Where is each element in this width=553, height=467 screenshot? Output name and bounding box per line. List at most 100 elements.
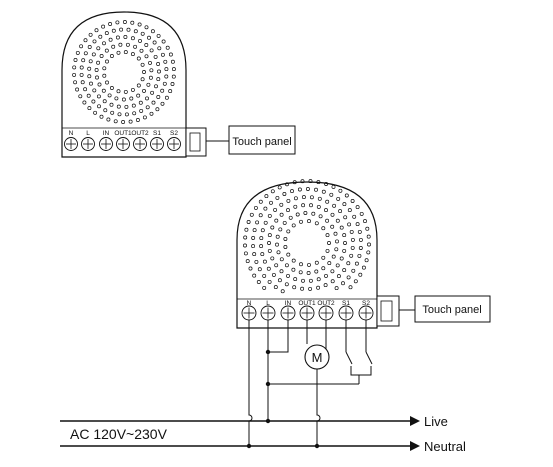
module-top-vent-holes xyxy=(72,20,176,124)
vent-hole xyxy=(148,60,152,65)
vent-hole xyxy=(79,44,84,49)
vent-hole xyxy=(273,285,278,290)
vent-hole xyxy=(355,222,360,227)
vent-hole xyxy=(156,33,161,38)
vent-hole xyxy=(298,270,303,275)
vent-hole xyxy=(147,35,151,40)
vent-hole xyxy=(114,96,119,101)
vent-hole xyxy=(111,44,116,49)
vent-hole xyxy=(266,266,271,271)
vent-hole xyxy=(262,285,267,290)
vent-hole xyxy=(99,114,104,119)
vent-hole xyxy=(156,77,161,82)
vent-hole xyxy=(258,213,263,218)
vent-hole xyxy=(301,278,305,283)
vent-hole xyxy=(286,208,290,213)
vent-hole xyxy=(142,88,146,93)
vent-hole xyxy=(168,89,173,94)
module-top-terminal-block xyxy=(64,137,181,151)
vent-hole xyxy=(358,237,363,242)
vent-hole xyxy=(358,272,363,277)
vent-hole xyxy=(124,112,129,117)
vent-hole xyxy=(260,252,265,257)
vent-hole xyxy=(102,66,107,71)
vent-hole xyxy=(96,60,101,65)
module-bottom-terminal-label-s2: S2 xyxy=(362,300,370,307)
vent-hole xyxy=(331,254,336,259)
vent-hole xyxy=(263,220,268,225)
vent-hole xyxy=(149,48,154,53)
module-top-terminal-label-in: IN xyxy=(103,130,110,137)
module-bottom-panel-connector-socket xyxy=(380,300,393,322)
vent-hole xyxy=(125,42,130,47)
vent-hole xyxy=(80,80,85,85)
vent-hole xyxy=(87,45,92,49)
vent-hole xyxy=(267,279,272,284)
vent-hole xyxy=(338,209,343,214)
vent-hole xyxy=(295,212,300,217)
wire-s1-common xyxy=(350,366,360,384)
vent-hole xyxy=(93,110,98,115)
vent-hole xyxy=(282,192,287,196)
vent-hole xyxy=(318,214,323,219)
vent-hole xyxy=(270,256,275,261)
vent-hole xyxy=(91,99,96,104)
vent-hole xyxy=(333,231,338,236)
vent-hole xyxy=(325,248,330,253)
vent-hole xyxy=(271,272,276,277)
vent-hole xyxy=(136,83,141,88)
vent-hole xyxy=(243,243,247,248)
vent-hole xyxy=(105,80,109,85)
vent-hole xyxy=(292,180,297,185)
vent-hole xyxy=(160,52,165,57)
vent-hole xyxy=(136,56,141,61)
vent-hole xyxy=(170,59,175,64)
vent-hole xyxy=(160,88,165,93)
vent-hole xyxy=(325,218,330,223)
vent-hole xyxy=(109,86,114,90)
vent-hole xyxy=(331,184,336,189)
vent-hole xyxy=(130,52,135,57)
vent-hole xyxy=(316,277,321,282)
vent-hole xyxy=(87,66,92,71)
vent-hole xyxy=(357,253,362,258)
vent-hole xyxy=(121,120,126,124)
vent-hole xyxy=(339,256,344,261)
vent-hole xyxy=(121,97,126,102)
vent-hole xyxy=(165,45,170,50)
vent-hole xyxy=(262,273,267,278)
vent-hole xyxy=(119,27,124,32)
vent-hole xyxy=(243,235,248,240)
vent-hole xyxy=(321,255,326,260)
vent-hole xyxy=(329,192,334,197)
vent-hole xyxy=(79,65,84,70)
vent-hole xyxy=(269,200,273,205)
vent-hole xyxy=(163,59,168,64)
vent-hole xyxy=(300,286,305,291)
vent-hole xyxy=(104,31,109,36)
vent-hole xyxy=(299,262,303,267)
vent-hole xyxy=(263,206,268,211)
vent-hole xyxy=(94,68,99,72)
switch-s1-blade xyxy=(345,351,353,365)
vent-hole xyxy=(118,42,123,47)
vent-hole xyxy=(357,229,362,234)
vent-hole xyxy=(86,93,91,98)
vent-hole xyxy=(346,261,351,266)
vent-hole xyxy=(259,244,264,249)
vent-hole xyxy=(150,90,155,95)
vent-hole xyxy=(116,104,121,109)
vent-hole xyxy=(324,208,328,213)
vent-hole xyxy=(253,205,258,210)
vent-hole xyxy=(155,107,160,112)
vent-hole xyxy=(284,263,289,268)
vent-hole xyxy=(102,99,107,104)
module-bottom: N L IN OUT1 OUT2 S1 S2 Touch panel xyxy=(236,179,491,329)
vent-hole xyxy=(88,32,93,37)
module-bottom-terminal-label-out2: OUT2 xyxy=(317,300,335,307)
vent-hole xyxy=(311,211,316,216)
vent-hole xyxy=(115,35,120,40)
vent-hole xyxy=(72,65,77,70)
